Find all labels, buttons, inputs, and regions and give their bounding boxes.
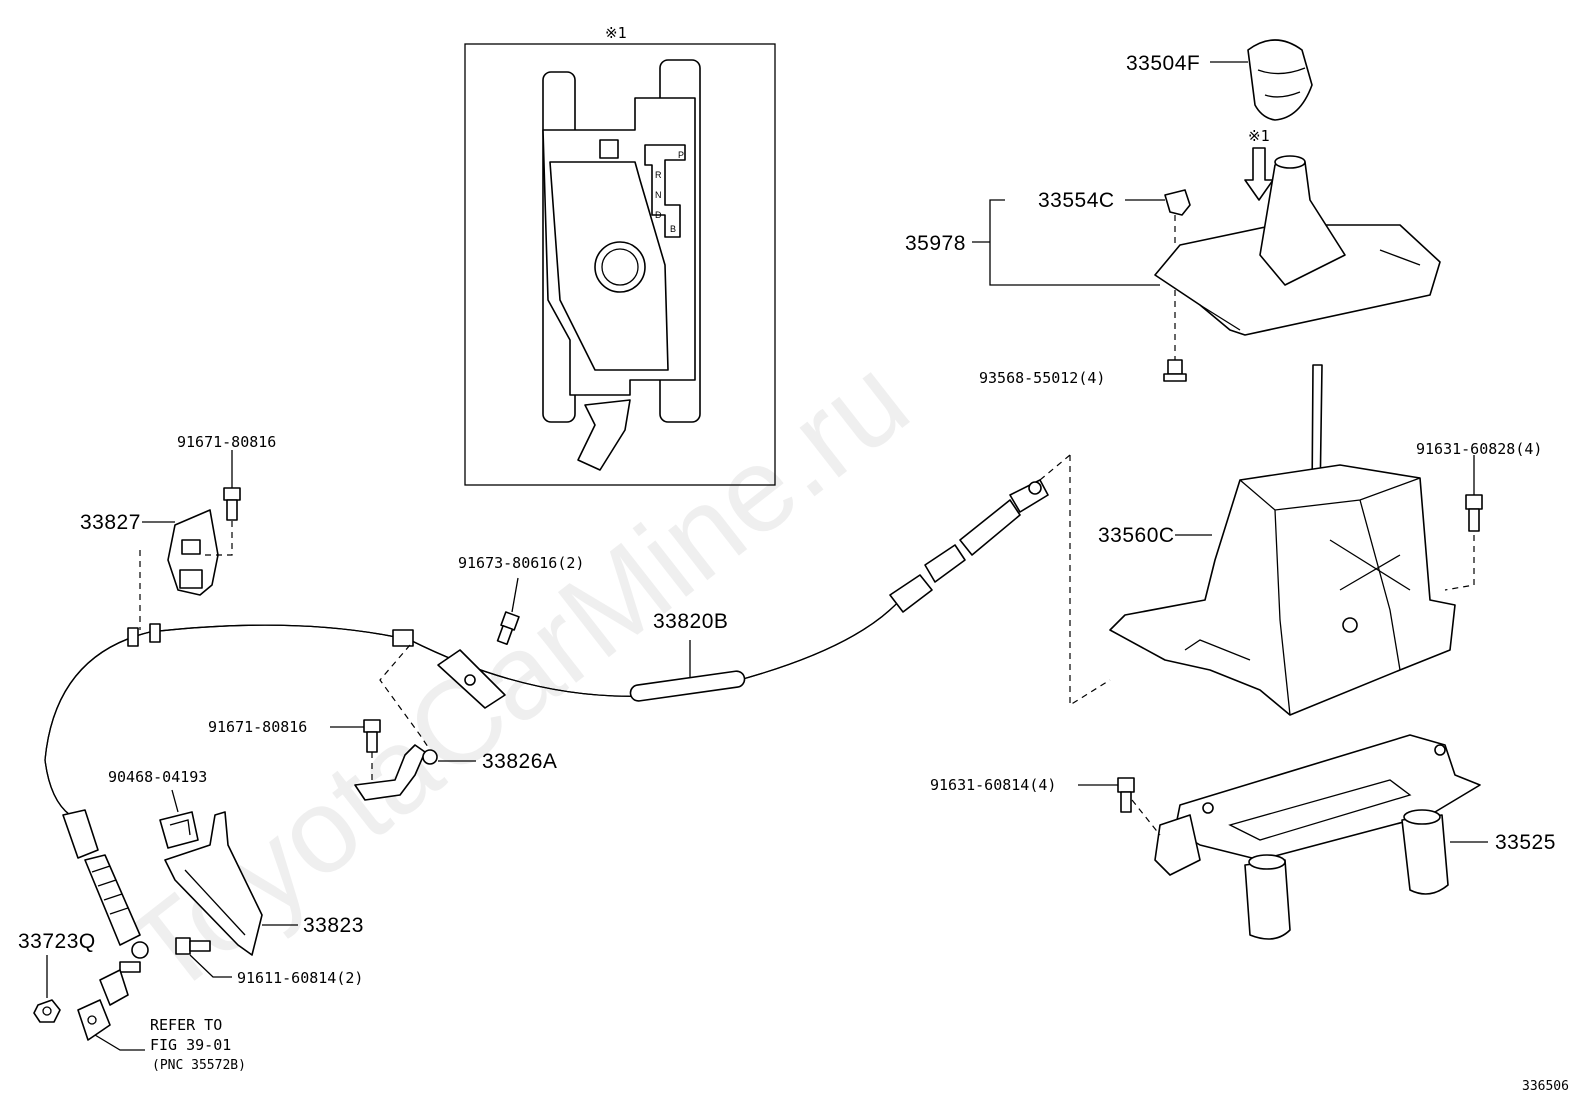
inset-shift-gate-detail: ※1 P R N D B bbox=[464, 24, 776, 486]
refer-part-35572B bbox=[77, 969, 129, 1041]
shift-cable bbox=[409, 479, 1049, 709]
select-cable bbox=[44, 623, 414, 973]
bolt-91611-60814 bbox=[175, 937, 211, 955]
bolt-91671-80816-top bbox=[223, 487, 241, 521]
shift-lever-housing bbox=[1109, 364, 1456, 716]
gate-letter-r: R bbox=[655, 170, 662, 180]
callout-33823: 33823 bbox=[303, 914, 364, 937]
callout-91673-80616: 91673-80616(2) bbox=[458, 554, 584, 572]
callout-91631-60828: 91631-60828(4) bbox=[1416, 440, 1542, 458]
gate-letter-b: B bbox=[670, 224, 676, 234]
callout-33560C: 33560C bbox=[1098, 524, 1175, 547]
callout-93568: 93568-55012(4) bbox=[979, 369, 1105, 387]
refer-to-line1: REFER TO bbox=[150, 1016, 222, 1034]
callout-35978: 35978 bbox=[905, 232, 966, 255]
shift-boot-housing bbox=[1154, 155, 1441, 336]
cable-bracket-33827 bbox=[167, 509, 219, 596]
callout-33826A: 33826A bbox=[482, 750, 557, 773]
refer-to-line2: FIG 39-01 bbox=[150, 1036, 231, 1054]
figure-number: 336506 bbox=[1522, 1079, 1569, 1094]
bolt-93568 bbox=[1163, 359, 1187, 382]
callout-91671-80816-mid: 91671-80816 bbox=[208, 718, 307, 736]
callout-33525: 33525 bbox=[1495, 831, 1556, 854]
callout-33723Q: 33723Q bbox=[18, 930, 96, 953]
bolt-91631-60828 bbox=[1465, 494, 1483, 532]
gate-letter-d: D bbox=[655, 210, 662, 220]
cable-bracket-33823 bbox=[164, 811, 263, 956]
shift-base-bracket bbox=[1154, 734, 1481, 940]
callout-91671-80816-top: 91671-80816 bbox=[177, 433, 276, 451]
bolt-91631-60814 bbox=[1117, 777, 1135, 813]
callout-90468-04193: 90468-04193 bbox=[108, 768, 207, 786]
callout-33554C: 33554C bbox=[1038, 189, 1115, 212]
clip-90468 bbox=[159, 811, 199, 849]
boot-clip bbox=[1164, 189, 1191, 216]
inset-title: ※1 bbox=[605, 24, 627, 42]
callout-ref-1: ※1 bbox=[1248, 127, 1270, 145]
shift-knob bbox=[1247, 39, 1313, 121]
callout-33827: 33827 bbox=[80, 511, 141, 534]
callout-33504F: 33504F bbox=[1126, 52, 1200, 75]
callout-91611-60814: 91611-60814(2) bbox=[237, 969, 363, 987]
gate-letter-p: P bbox=[678, 150, 684, 160]
bolt-91673-80616 bbox=[496, 611, 520, 646]
callout-91631-60814: 91631-60814(4) bbox=[930, 776, 1056, 794]
gate-letter-n: N bbox=[655, 190, 662, 200]
callout-33820B: 33820B bbox=[653, 610, 728, 633]
bolt-91671-80816-mid bbox=[363, 719, 381, 753]
cable-clip-33826A bbox=[354, 744, 438, 801]
nut-33723Q bbox=[33, 999, 61, 1023]
refer-to-line3: (PNC 35572B) bbox=[152, 1058, 246, 1073]
